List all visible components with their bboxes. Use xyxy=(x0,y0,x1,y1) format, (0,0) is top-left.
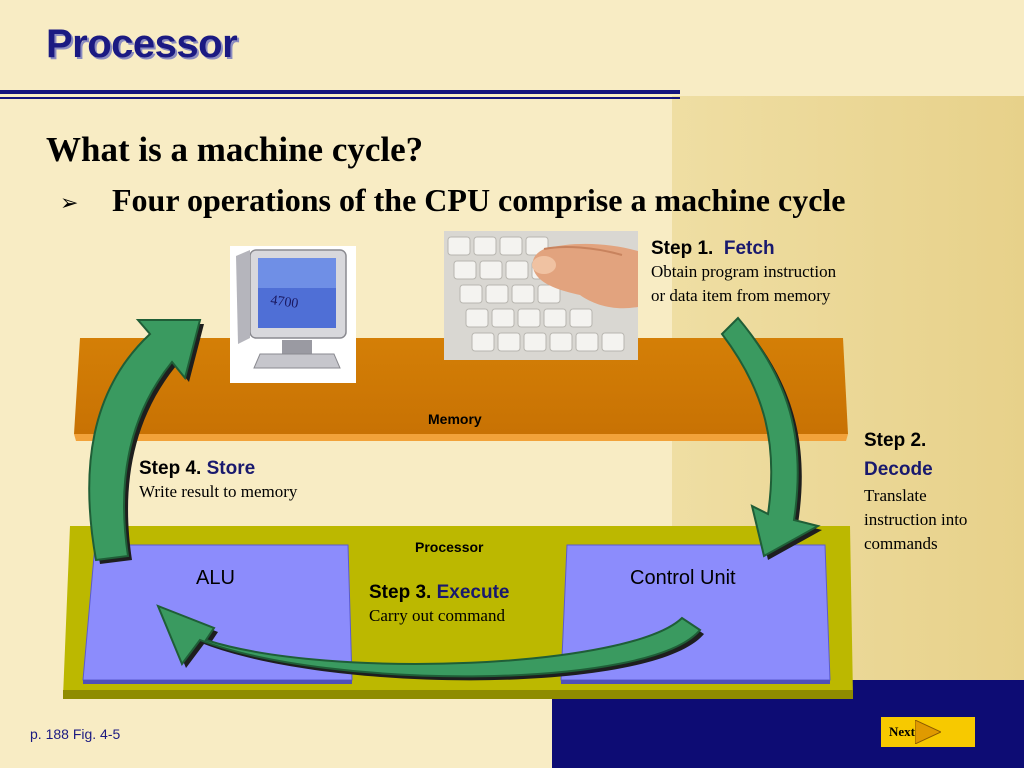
step4-prefix: Step 4. xyxy=(139,458,202,479)
step2-desc-line2: instruction into xyxy=(864,510,968,529)
step1-prefix: Step 1. xyxy=(651,238,714,259)
bullet-text: Four operations of the CPU comprise a ma… xyxy=(112,182,846,218)
step3-desc: Carry out command xyxy=(369,606,505,625)
step2-desc-line1: Translate xyxy=(864,486,927,505)
fetch-arrow-body xyxy=(720,316,821,558)
step4-name: Store xyxy=(206,458,256,479)
step1-name: Fetch xyxy=(723,238,775,259)
step2-prefix: Step 2. xyxy=(864,430,927,451)
step3-name: Execute xyxy=(436,582,510,603)
slide-title: Processor xyxy=(46,22,238,66)
step4-block: Step 4. Store Write result to memory xyxy=(139,458,297,504)
processor-label: Processor xyxy=(415,539,484,555)
store-arrow-body xyxy=(88,319,202,562)
step2-desc-line3: commands xyxy=(864,534,938,553)
figure-reference: p. 188 Fig. 4-5 xyxy=(30,726,121,742)
keyboard-image xyxy=(444,231,638,360)
arrow-bullet-icon: ➢ xyxy=(60,190,79,215)
monitor-image: 4700 xyxy=(230,246,356,383)
step3-prefix: Step 3. xyxy=(369,582,432,603)
execute-arrow-body xyxy=(156,604,702,678)
slide-heading: What is a machine cycle? xyxy=(46,130,424,169)
step1-desc-line1: Obtain program instruction xyxy=(651,262,837,281)
step4-desc: Write result to memory xyxy=(139,482,298,501)
control-unit-label: Control Unit xyxy=(630,567,736,589)
alu-label: ALU xyxy=(196,567,235,589)
step2-block: Step 2. Decode Translate instruction int… xyxy=(864,426,1014,556)
title-rule-thin xyxy=(0,97,680,99)
step2-name: Decode xyxy=(864,459,933,480)
next-label: Next xyxy=(889,724,915,739)
step3-block: Step 3. Execute Carry out command xyxy=(369,582,509,628)
step1-block: Step 1. Fetch Obtain program instruction… xyxy=(651,238,836,308)
memory-label: Memory xyxy=(428,411,482,427)
title-rule xyxy=(0,90,680,94)
next-button[interactable]: Next xyxy=(881,717,975,747)
monitor-text: 4700 xyxy=(269,293,299,312)
next-arrow-icon xyxy=(915,720,941,744)
step1-desc-line2: or data item from memory xyxy=(651,286,831,305)
